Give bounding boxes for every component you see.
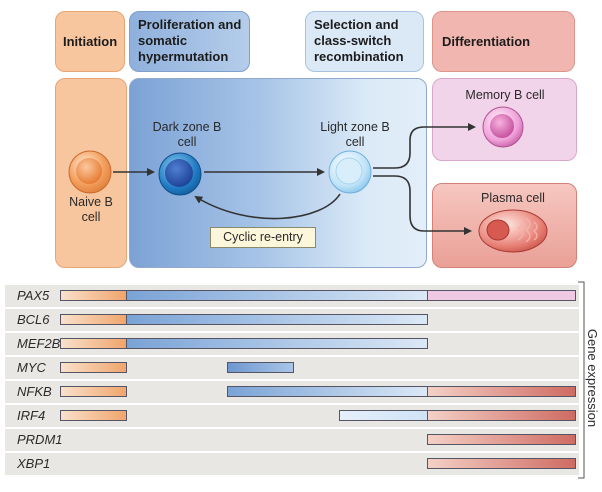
light-zone-label: Light zone B cell: [320, 120, 390, 149]
expression-bar-germinal-center: [126, 338, 428, 349]
dark-zone-label: Dark zone B cell: [152, 120, 222, 149]
dark-zone-b-cell-icon: [158, 152, 202, 196]
header-proliferation: Proliferation and somatic hypermutation: [129, 11, 250, 72]
header-selection-label: Selection and class-switch recombination: [314, 17, 404, 64]
expression-bar-initiation: [60, 290, 127, 301]
gene-label: IRF4: [17, 408, 46, 423]
gene-row-mef2b: MEF2B: [5, 333, 579, 355]
gene-row-irf4: IRF4: [5, 405, 579, 427]
memory-b-cell-icon: [482, 106, 524, 148]
gene-label: PAX5: [17, 288, 50, 303]
expression-bar-initiation: [60, 386, 127, 397]
gene-label: PRDM1: [17, 432, 63, 447]
expression-bar-plasma: [427, 410, 576, 421]
naive-cell-label: Naive B cell: [69, 195, 113, 224]
gene-label: NFKB: [17, 384, 52, 399]
expression-bar-initiation: [60, 362, 127, 373]
expression-bar-proliferation: [227, 362, 294, 373]
gene-row-prdm1: PRDM1: [5, 429, 579, 451]
gene-label: MEF2B: [17, 336, 61, 351]
gene-row-bcl6: BCL6: [5, 309, 579, 331]
gene-row-pax5: PAX5: [5, 285, 579, 307]
gene-expression-label: Gene expression: [585, 328, 600, 428]
gene-label: MYC: [17, 360, 46, 375]
arrow-to-memory: [373, 123, 476, 169]
expression-bar-plasma: [427, 458, 576, 469]
expression-bar-plasma: [427, 386, 576, 397]
arrow-cyclic-reentry: [194, 193, 341, 220]
cyclic-reentry-label: Cyclic re-entry: [223, 230, 303, 244]
memory-cell-label: Memory B cell: [465, 88, 545, 102]
header-differentiation: Differentiation: [432, 11, 575, 72]
gene-row-nfkb: NFKB: [5, 381, 579, 403]
expression-bar-initiation: [60, 314, 127, 325]
gene-label: XBP1: [17, 456, 51, 471]
header-proliferation-label: Proliferation and somatic hypermutation: [138, 17, 242, 64]
expression-bar-selection: [339, 410, 428, 421]
header-differentiation-label: Differentiation: [442, 34, 531, 49]
cell-diagram: [68, 106, 548, 253]
expression-bar-initiation: [60, 338, 127, 349]
plasma-cell-label: Plasma cell: [481, 191, 545, 205]
expression-bar-plasma: [427, 434, 576, 445]
naive-b-cell-icon: [68, 150, 112, 194]
light-zone-b-cell-icon: [328, 150, 372, 194]
header-initiation: Initiation: [55, 11, 125, 72]
cyclic-reentry-box: Cyclic re-entry: [210, 227, 316, 248]
plasma-cell-icon: [478, 209, 548, 253]
gene-row-myc: MYC: [5, 357, 579, 379]
arrow-to-plasma: [373, 175, 472, 235]
header-initiation-label: Initiation: [63, 34, 118, 49]
header-selection: Selection and class-switch recombination: [305, 11, 424, 72]
gene-expression-bracket: [578, 281, 585, 479]
expression-bar-germinal-center: [227, 386, 428, 397]
expression-bar-germinal-center: [126, 314, 428, 325]
gene-label: BCL6: [17, 312, 50, 327]
expression-bar-memory: [427, 290, 576, 301]
expression-bar-germinal-center: [126, 290, 428, 301]
gene-row-xbp1: XBP1: [5, 453, 579, 475]
expression-bar-initiation: [60, 410, 127, 421]
